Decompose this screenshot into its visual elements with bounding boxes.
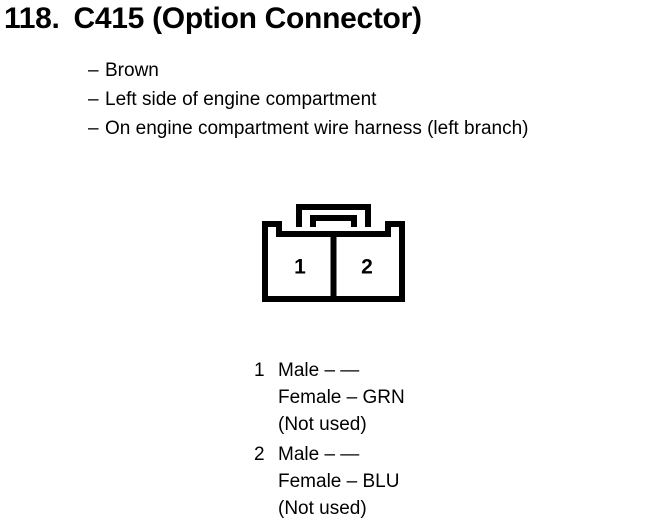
description-line: – On engine compartment wire harness (le… [88, 114, 668, 143]
cavity-number-1: 1 [294, 256, 306, 279]
connector-description-list: – Brown – Left side of engine compartmen… [88, 56, 668, 143]
connector-diagram: 1 2 [255, 196, 415, 308]
pin-female-wire: Female – GRN [278, 387, 405, 408]
pin-legend-detail: Male – — Female – BLU (Not used) [278, 441, 399, 520]
pin-female-wire: Female – BLU [278, 471, 400, 492]
dash-marker: – [88, 89, 99, 110]
pin-legend-list: 1 Male – — Female – GRN (Not used) 2 Mal… [254, 357, 634, 520]
dash-marker: – [88, 118, 99, 139]
latch-outer-bracket [296, 204, 371, 227]
pin-legend-number: 2 [254, 444, 265, 465]
page-title: 118. C415 (Option Connector) [4, 2, 422, 36]
description-text: On engine compartment wire harness (left… [105, 118, 529, 139]
pin-legend-entry: 1 Male – — Female – GRN (Not used) [254, 357, 634, 438]
description-line: – Left side of engine compartment [88, 85, 668, 114]
dash-marker: – [88, 60, 99, 81]
connector-outline-svg: 1 2 [262, 204, 405, 302]
connector-housing-body [262, 221, 405, 302]
description-text: Left side of engine compartment [105, 89, 377, 110]
pin-male-wire: Male – — [278, 444, 360, 465]
pin-male-wire: Male – — [278, 360, 360, 381]
description-text: Brown [105, 60, 159, 81]
pin-legend-entry: 2 Male – — Female – BLU (Not used) [254, 441, 634, 520]
pin-usage-note: (Not used) [278, 498, 367, 519]
title-item-number: 118. [4, 2, 60, 35]
cavity-number-2: 2 [361, 256, 373, 279]
description-line: – Brown [88, 56, 668, 85]
pin-legend-number: 1 [254, 360, 265, 381]
title-connector-name: C415 (Option Connector) [73, 2, 422, 35]
pin-legend-detail: Male – — Female – GRN (Not used) [278, 357, 405, 438]
latch-inner-bracket [310, 215, 357, 227]
pin-usage-note: (Not used) [278, 414, 367, 435]
